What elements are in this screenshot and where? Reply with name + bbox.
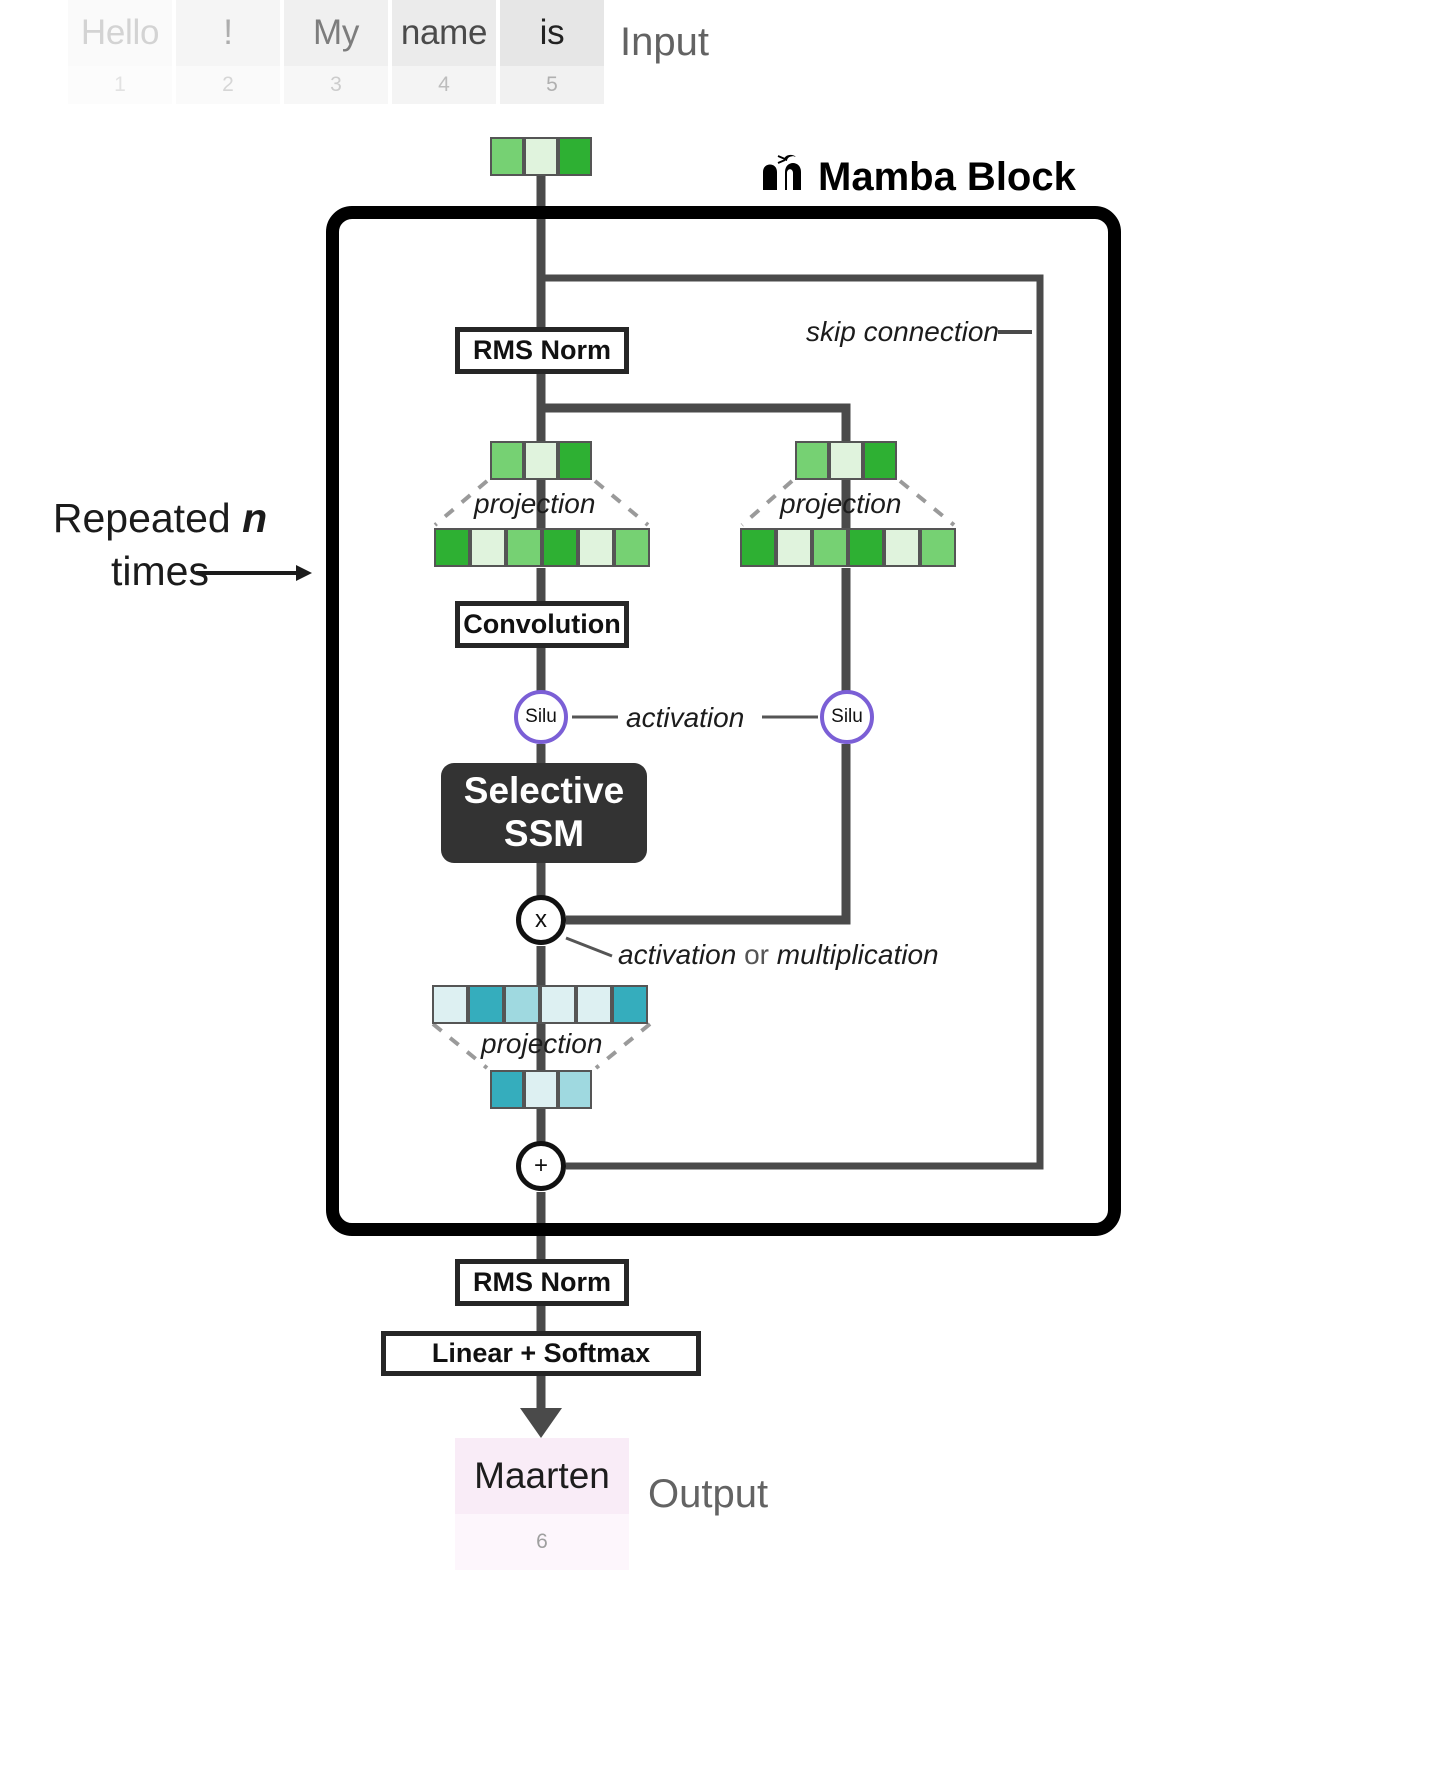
input-token-word: !	[176, 0, 280, 66]
mamba-block-title: Mamba Block	[760, 152, 1076, 202]
convolution-label: Convolution	[463, 609, 621, 639]
output-vector-row	[490, 1070, 592, 1109]
output-label: Output	[648, 1472, 769, 1516]
right-branch-vector-row	[795, 441, 897, 480]
vector-cell	[432, 985, 468, 1024]
left-projection-label: projection	[474, 488, 596, 519]
input-token-index: 5	[500, 66, 604, 104]
convolution-box[interactable]: Convolution	[455, 601, 629, 648]
output-token: Maarten 6	[455, 1438, 629, 1570]
multiply-symbol: x	[535, 906, 547, 933]
mamba-block-frame	[326, 206, 1121, 1236]
repeated-word: Repeated	[52, 495, 231, 541]
input-label: Input	[620, 20, 709, 64]
selective-ssm-line1: Selective	[463, 770, 625, 812]
vector-cell	[434, 528, 470, 567]
vector-cell	[506, 528, 542, 567]
vector-cell	[490, 1070, 524, 1109]
output-projection-label: projection	[481, 1028, 603, 1059]
input-embedding-row	[490, 137, 592, 176]
input-token-index: 2	[176, 66, 280, 104]
multiply-node[interactable]: x	[516, 895, 566, 945]
output-token-word: Maarten	[455, 1438, 629, 1514]
vector-cell	[558, 441, 592, 480]
silu-right-label: Silu	[831, 706, 863, 727]
embedding-cell	[558, 137, 592, 176]
add-node[interactable]: +	[516, 1141, 566, 1191]
silu-right-node[interactable]: Silu	[820, 690, 874, 744]
left-projected-vector-row	[434, 528, 650, 567]
linear-softmax-box[interactable]: Linear + Softmax	[381, 1331, 701, 1376]
right-projection-label: projection	[780, 488, 902, 519]
vector-cell	[578, 528, 614, 567]
input-token-index: 4	[392, 66, 496, 104]
silu-left-node[interactable]: Silu	[514, 690, 568, 744]
vector-cell	[863, 441, 897, 480]
input-token-word: Hello	[68, 0, 172, 66]
embedding-cell	[490, 137, 524, 176]
multiply-annotation-or: or	[744, 939, 769, 970]
input-token: name 4	[392, 0, 496, 104]
vector-cell	[524, 441, 558, 480]
input-token: My 3	[284, 0, 388, 104]
vector-cell	[468, 985, 504, 1024]
vector-cell	[776, 528, 812, 567]
vector-cell	[740, 528, 776, 567]
vector-cell	[795, 441, 829, 480]
right-projected-vector-row	[740, 528, 956, 567]
rms-norm-bottom-label: RMS Norm	[472, 1267, 611, 1297]
vector-cell	[848, 528, 884, 567]
vector-cell	[920, 528, 956, 567]
output-token-index: 6	[455, 1514, 629, 1570]
input-token-index: 3	[284, 66, 388, 104]
multiply-annotation-activation: activation	[618, 939, 737, 970]
vector-cell	[490, 441, 524, 480]
vector-cell	[884, 528, 920, 567]
rms-norm-top-box[interactable]: RMS Norm	[455, 327, 629, 374]
silu-left-label: Silu	[525, 706, 557, 727]
selective-ssm-line2: SSM	[503, 813, 585, 854]
output-projected-vector-row	[432, 985, 648, 1024]
input-token-strip: Hello 1 ! 2 My 3 name 4 is 5	[68, 0, 604, 104]
vector-cell	[558, 1070, 592, 1109]
rms-norm-bottom-box[interactable]: RMS Norm	[455, 1259, 629, 1306]
vector-cell	[504, 985, 540, 1024]
left-branch-vector-row	[490, 441, 592, 480]
vector-cell	[524, 1070, 558, 1109]
input-token-word: is	[500, 0, 604, 66]
embedding-cell	[524, 137, 558, 176]
vector-cell	[612, 985, 648, 1024]
vector-cell	[812, 528, 848, 567]
input-token-index: 1	[68, 66, 172, 104]
vector-cell	[829, 441, 863, 480]
vector-cell	[576, 985, 612, 1024]
skip-connection-label: skip connection	[806, 316, 1000, 347]
input-token: Hello 1	[68, 0, 172, 104]
mamba-block-title-text: Mamba Block	[818, 154, 1076, 199]
selective-ssm-box[interactable]: Selective SSM	[441, 763, 647, 863]
vector-cell	[470, 528, 506, 567]
input-token-word: My	[284, 0, 388, 66]
repeated-n-times-label: Repeated n times	[10, 492, 310, 599]
input-token: is 5	[500, 0, 604, 104]
activation-label: activation	[626, 702, 745, 733]
vector-cell	[614, 528, 650, 567]
vector-cell	[540, 985, 576, 1024]
input-token-word: name	[392, 0, 496, 66]
repeated-variable: n	[242, 495, 268, 541]
vector-cell	[542, 528, 578, 567]
linear-softmax-label: Linear + Softmax	[431, 1338, 651, 1368]
multiply-annotation-multiplication: multiplication	[776, 939, 939, 970]
times-word: times	[111, 548, 209, 595]
add-symbol: +	[533, 1152, 548, 1179]
input-token: ! 2	[176, 0, 280, 104]
multiply-annotation: activation or multiplication	[618, 939, 939, 971]
rms-norm-top-label: RMS Norm	[472, 335, 611, 365]
mamba-snake-logo-icon	[760, 152, 806, 202]
